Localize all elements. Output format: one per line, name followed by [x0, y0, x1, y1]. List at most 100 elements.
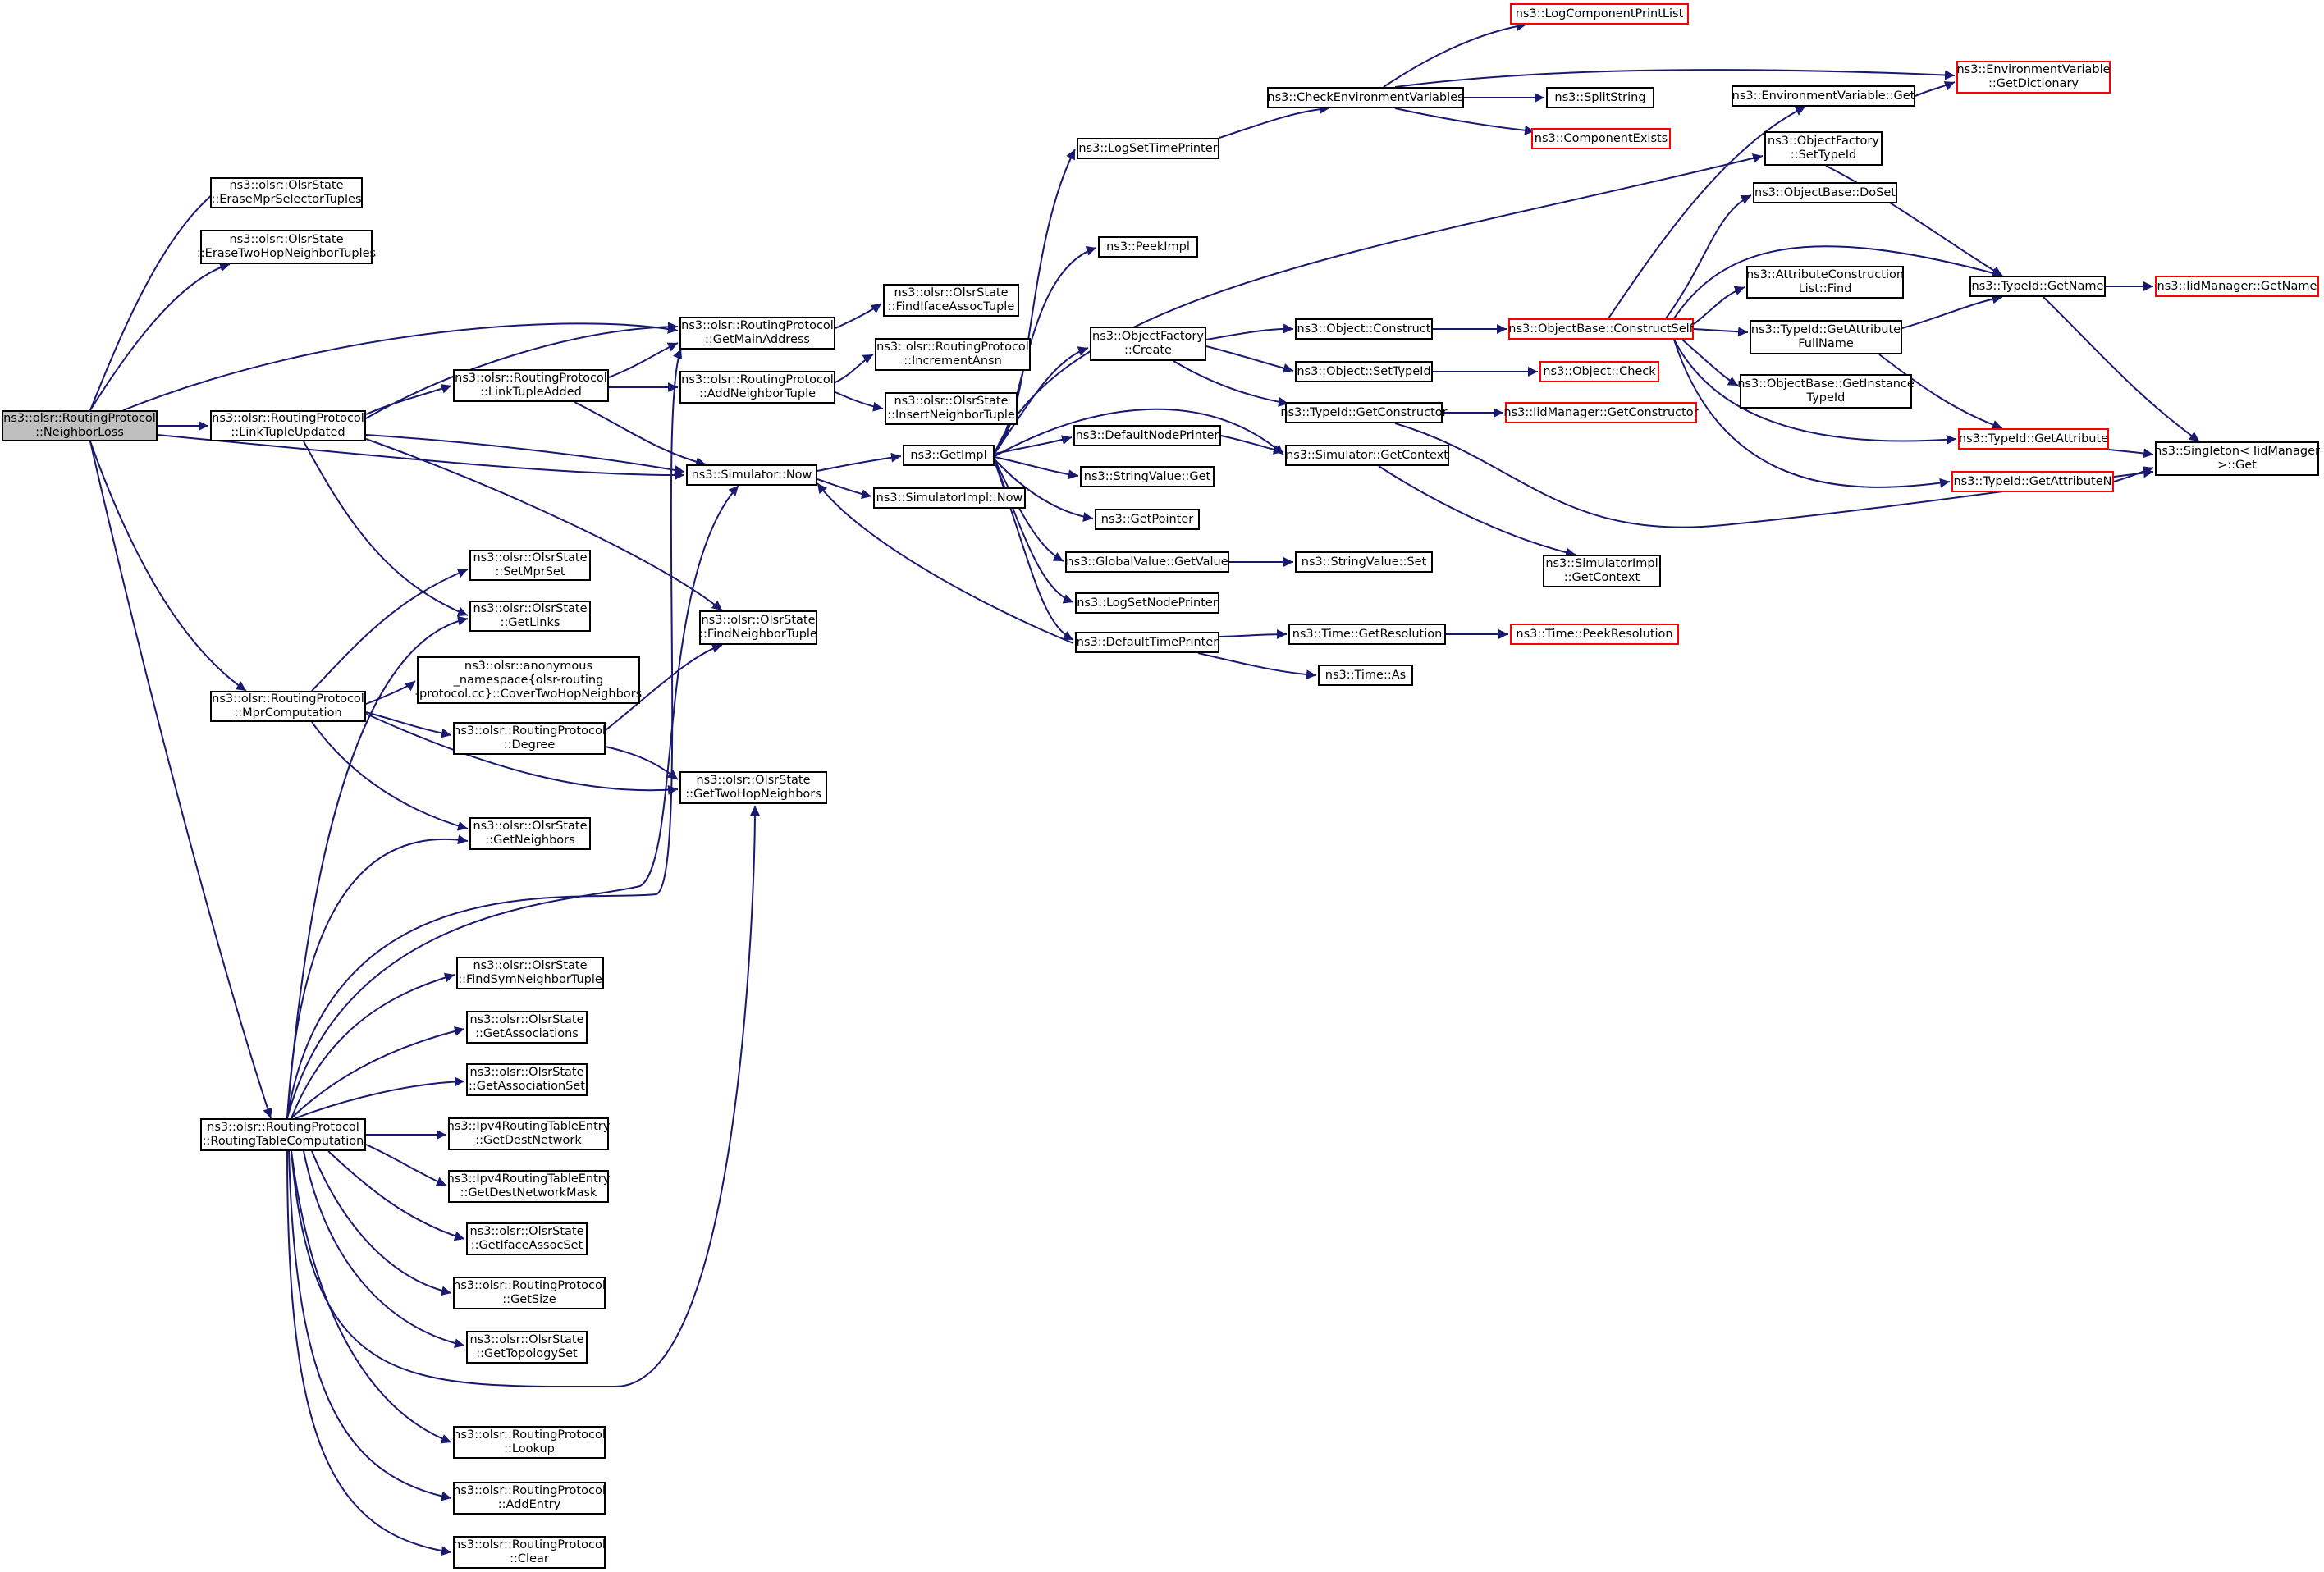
node-get-neighbors[interactable]: ns3::olsr::OlsrState::GetNeighbors	[469, 817, 591, 850]
node-label-line: ::GetLinks	[500, 616, 560, 629]
node-object-base-construct-self[interactable]: ns3::ObjectBase::ConstructSelf	[1508, 318, 1694, 340]
node-link-tuple-added[interactable]: ns3::olsr::RoutingProtocol::LinkTupleAdd…	[453, 369, 609, 402]
edge-get-two-hop-neighbors-from-rtc	[290, 805, 760, 1388]
node-get-impl[interactable]: ns3::GetImpl	[903, 445, 995, 466]
node-label-line: ::InsertNeighborTuple	[887, 409, 1015, 422]
edge-global-value-get-value	[994, 459, 1064, 562]
node-label-line: ::FindSymNeighborTuple	[458, 973, 602, 986]
node-simulator-impl-now[interactable]: ns3::SimulatorImpl::Now	[873, 487, 1026, 509]
node-label-line: ns3::TypeId::GetName	[1971, 279, 2104, 293]
edge-time-get-resolution	[1219, 629, 1288, 640]
node-label-line: ns3::olsr::RoutingProtocol	[453, 724, 606, 738]
node-object-factory-set-type-id[interactable]: ns3::ObjectFactory::SetTypeId	[1764, 131, 1883, 166]
node-object-check[interactable]: ns3::Object::Check	[1539, 361, 1659, 382]
node-label-line: _namespace{olsr-routing	[453, 673, 604, 687]
node-label-line: ns3::Simulator::Now	[691, 468, 812, 482]
node-log-set-time-printer[interactable]: ns3::LogSetTimePrinter	[1077, 138, 1219, 159]
node-label-line: ns3::ComponentExists	[1534, 131, 1668, 145]
node-increment-ansn[interactable]: ns3::olsr::RoutingProtocol::IncrementAns…	[875, 338, 1031, 371]
node-peek-impl[interactable]: ns3::PeekImpl	[1098, 236, 1198, 258]
node-get-iface-assoc-set[interactable]: ns3::olsr::OlsrState::GetIfaceAssocSet	[466, 1222, 588, 1255]
node-get-topology-set[interactable]: ns3::olsr::OlsrState::GetTopologySet	[466, 1331, 588, 1364]
node-time-as[interactable]: ns3::Time::As	[1318, 665, 1413, 686]
node-erase-two-hop-neighbor-tuples[interactable]: ns3::olsr::OlsrState::EraseTwoHopNeighbo…	[197, 230, 376, 264]
node-get-associations[interactable]: ns3::olsr::OlsrState::GetAssociations	[466, 1011, 588, 1044]
node-label-line: ns3::olsr::RoutingProtocol	[453, 1428, 606, 1442]
node-add-neighbor-tuple[interactable]: ns3::olsr::RoutingProtocol::AddNeighborT…	[679, 371, 835, 404]
node-time-get-resolution[interactable]: ns3::Time::GetResolution	[1288, 624, 1446, 645]
node-get-links[interactable]: ns3::olsr::OlsrState::GetLinks	[469, 601, 591, 632]
node-mpr-computation[interactable]: ns3::olsr::RoutingProtocol::MprComputati…	[210, 691, 366, 722]
node-find-neighbor-tuple[interactable]: ns3::olsr::OlsrState::FindNeighborTuple	[699, 610, 817, 645]
node-clear[interactable]: ns3::olsr::RoutingProtocol::Clear	[453, 1536, 606, 1569]
node-label-line: ns3::SimulatorImpl	[1545, 557, 1658, 570]
node-get-dest-network-mask[interactable]: ns3::Ipv4RoutingTableEntry::GetDestNetwo…	[447, 1170, 610, 1203]
node-label-line: ns3::EnvironmentVariable::Get	[1732, 89, 1915, 103]
node-check-environment-variables[interactable]: ns3::CheckEnvironmentVariables	[1267, 87, 1464, 108]
node-default-node-printer[interactable]: ns3::DefaultNodePrinter	[1073, 425, 1221, 446]
node-get-two-hop-neighbors[interactable]: ns3::olsr::OlsrState::GetTwoHopNeighbors	[679, 771, 827, 804]
node-time-peek-resolution[interactable]: ns3::Time::PeekResolution	[1510, 624, 1679, 645]
node-add-entry[interactable]: ns3::olsr::RoutingProtocol::AddEntry	[453, 1482, 606, 1515]
node-get-dest-network[interactable]: ns3::Ipv4RoutingTableEntry::GetDestNetwo…	[446, 1117, 611, 1150]
node-label-line: ::LinkTupleUpdated	[231, 426, 345, 439]
edge-get-iface-assoc-set	[327, 1150, 465, 1241]
node-component-exists[interactable]: ns3::ComponentExists	[1531, 128, 1671, 149]
node-get-association-set[interactable]: ns3::olsr::OlsrState::GetAssociationSet	[466, 1063, 588, 1096]
edge-find-neighbor-tuple	[365, 438, 723, 611]
node-label-line: ns3::olsr::OlsrState	[469, 1225, 584, 1238]
node-link-tuple-updated[interactable]: ns3::olsr::RoutingProtocol::LinkTupleUpd…	[210, 410, 366, 441]
edge-get-main-address-from-rtc	[286, 348, 683, 1119]
node-object-base-do-set[interactable]: ns3::ObjectBase::DoSet	[1753, 182, 1897, 203]
node-get-main-address[interactable]: ns3::olsr::RoutingProtocol::GetMainAddre…	[679, 317, 835, 350]
node-label-line: ns3::GetImpl	[910, 448, 987, 462]
node-label-line: ns3::IidManager::GetConstructor	[1503, 405, 1699, 419]
edge-get-two-hop-neighbors-from-mpr	[365, 713, 679, 795]
node-type-id-get-attribute-n[interactable]: ns3::TypeId::GetAttributeN	[1951, 471, 2114, 492]
node-object-set-type-id[interactable]: ns3::Object::SetTypeId	[1295, 361, 1433, 382]
node-get-size[interactable]: ns3::olsr::RoutingProtocol::GetSize	[453, 1277, 606, 1309]
node-singleton-get[interactable]: ns3::Singleton< IidManager >::Get	[2154, 441, 2320, 476]
node-iid-manager-get-constructor[interactable]: ns3::IidManager::GetConstructor	[1503, 402, 1699, 423]
node-log-component-print-list[interactable]: ns3::LogComponentPrintList	[1510, 3, 1689, 25]
node-type-id-get-constructor[interactable]: ns3::TypeId::GetConstructor	[1280, 402, 1448, 423]
edge-now-from-lta	[574, 401, 707, 467]
node-type-id-get-attribute[interactable]: ns3::TypeId::GetAttribute	[1958, 428, 2109, 450]
node-label-line: ::Degree	[503, 738, 556, 752]
node-string-value-get[interactable]: ns3::StringValue::Get	[1080, 466, 1215, 487]
node-iid-manager-get-name[interactable]: ns3::IidManager::GetName	[2155, 276, 2319, 297]
node-label-line: ns3::Ipv4RoutingTableEntry	[446, 1120, 611, 1133]
node-type-id-get-name[interactable]: ns3::TypeId::GetName	[1969, 276, 2106, 297]
node-simulator-now[interactable]: ns3::Simulator::Now	[686, 464, 817, 486]
node-get-pointer[interactable]: ns3::GetPointer	[1095, 509, 1200, 530]
node-log-set-node-printer[interactable]: ns3::LogSetNodePrinter	[1075, 592, 1219, 614]
node-degree[interactable]: ns3::olsr::RoutingProtocol::Degree	[453, 722, 606, 755]
node-object-construct[interactable]: ns3::Object::Construct	[1295, 318, 1433, 340]
node-environment-variable-get-dictionary[interactable]: ns3::EnvironmentVariable::GetDictionary	[1956, 61, 2111, 94]
node-cover-two-hop-neighbors[interactable]: ns3::olsr::anonymous_namespace{olsr-rout…	[415, 656, 642, 704]
node-insert-neighbor-tuple[interactable]: ns3::olsr::OlsrState::InsertNeighborTupl…	[885, 392, 1018, 425]
node-label-line: ns3::olsr::OlsrState	[229, 179, 344, 192]
node-routing-table-computation[interactable]: ns3::olsr::RoutingProtocol::RoutingTable…	[200, 1118, 366, 1151]
node-find-iface-assoc-tuple[interactable]: ns3::olsr::OlsrState::FindIfaceAssocTupl…	[883, 284, 1019, 317]
node-label-line: ns3::olsr::OlsrState	[473, 959, 588, 972]
node-environment-variable-get[interactable]: ns3::EnvironmentVariable::Get	[1732, 85, 1915, 107]
node-global-value-get-value[interactable]: ns3::GlobalValue::GetValue	[1065, 551, 1229, 573]
node-neighbor-loss[interactable]: ns3::olsr::RoutingProtocol::NeighborLoss	[2, 410, 158, 441]
node-label-line: ns3::LogSetTimePrinter	[1078, 141, 1218, 155]
node-simulator-get-context[interactable]: ns3::Simulator::GetContext	[1285, 445, 1449, 466]
node-set-mpr-set[interactable]: ns3::olsr::OlsrState::SetMprSet	[469, 550, 591, 581]
node-object-factory-create[interactable]: ns3::ObjectFactory::Create	[1090, 327, 1206, 361]
node-erase-mpr-selector-tuples[interactable]: ns3::olsr::OlsrState::EraseMprSelectorTu…	[210, 177, 363, 208]
node-lookup[interactable]: ns3::olsr::RoutingProtocol::Lookup	[453, 1426, 606, 1459]
node-split-string[interactable]: ns3::SplitString	[1546, 87, 1654, 108]
node-find-sym-neighbor-tuple[interactable]: ns3::olsr::OlsrState::FindSymNeighborTup…	[456, 957, 604, 989]
node-string-value-set[interactable]: ns3::StringValue::Set	[1295, 551, 1433, 573]
node-simulator-impl-get-context[interactable]: ns3::SimulatorImpl::GetContext	[1543, 555, 1661, 587]
node-label-line: ::GetTwoHopNeighbors	[685, 788, 821, 801]
node-label-line: ::RoutingTableComputation	[202, 1135, 364, 1148]
node-default-time-printer[interactable]: ns3::DefaultTimePrinter	[1075, 632, 1219, 653]
